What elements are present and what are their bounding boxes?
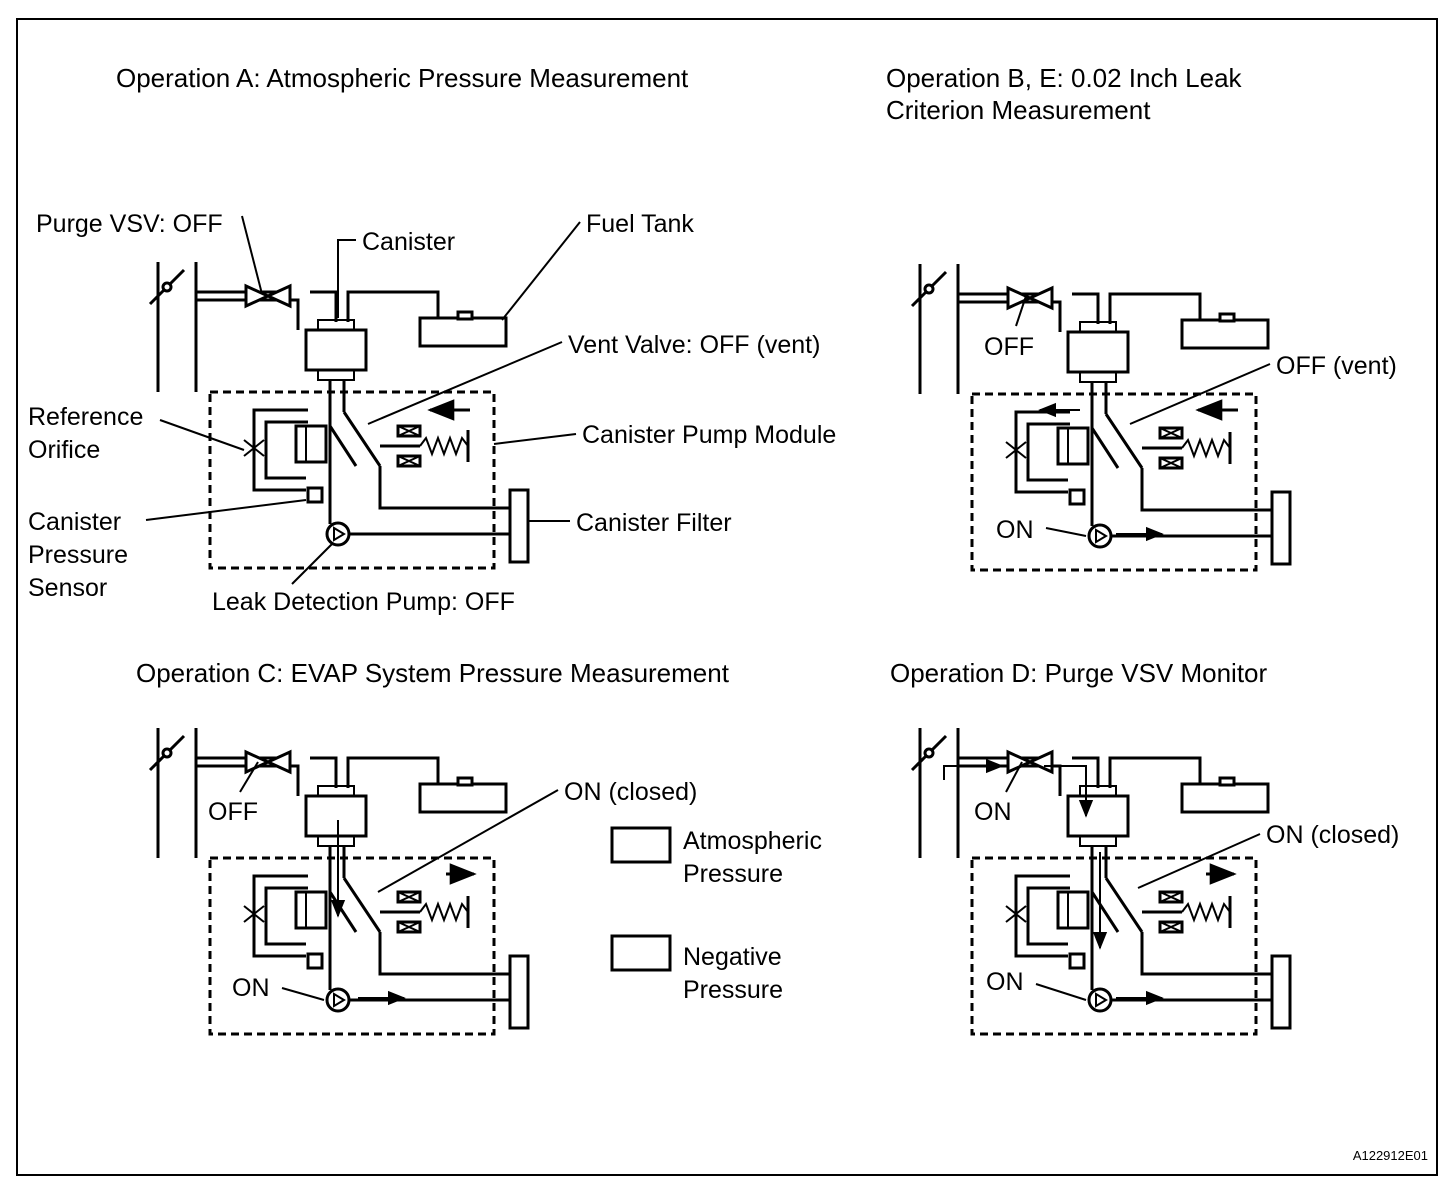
legend-atmospheric-1: Atmospheric <box>683 827 822 855</box>
panel-a-title: Operation A: Atmospheric Pressure Measur… <box>116 63 689 93</box>
reference-orifice-label-2: Orifice <box>28 436 100 464</box>
figure-id: A122912E01 <box>1353 1148 1428 1163</box>
figure-frame <box>16 18 1438 1176</box>
panel-d-pump-label: ON <box>986 968 1024 996</box>
panel-c: Operation C: EVAP System Pressure Measur… <box>136 658 730 1036</box>
panel-b-vent-valve-label: OFF (vent) <box>1276 352 1397 380</box>
canister-pressure-sensor-label-3: Sensor <box>28 574 107 602</box>
panel-d: Operation D: Purge VSV Monitor ON ON (cl… <box>890 658 1399 1036</box>
panel-b-title-1: Operation B, E: 0.02 Inch Leak <box>886 63 1243 93</box>
legend: Atmospheric Pressure Negative Pressure <box>610 826 822 1004</box>
panel-d-title: Operation D: Purge VSV Monitor <box>890 658 1268 688</box>
legend-atmospheric-2: Pressure <box>683 860 783 888</box>
reference-orifice-label-1: Reference <box>28 403 143 431</box>
panel-a: Operation A: Atmospheric Pressure Measur… <box>28 63 836 616</box>
legend-negative-swatch <box>610 934 672 972</box>
canister-pressure-sensor-label-1: Canister <box>28 508 121 536</box>
canister-pressure-sensor-label-2: Pressure <box>28 541 128 569</box>
panel-b-title-2: Criterion Measurement <box>886 95 1151 125</box>
panel-c-vent-valve-label: ON (closed) <box>564 778 697 806</box>
panel-c-title: Operation C: EVAP System Pressure Measur… <box>136 658 730 688</box>
legend-atmospheric-swatch <box>610 826 672 864</box>
vent-valve-label: Vent Valve: OFF (vent) <box>568 331 820 359</box>
panel-b-purge-vsv-label: OFF <box>984 333 1034 361</box>
legend-negative-1: Negative <box>683 943 782 971</box>
panel-b-pump-label: ON <box>996 516 1034 544</box>
panel-d-purge-vsv-label: ON <box>974 798 1012 826</box>
canister-pump-module-label: Canister Pump Module <box>582 421 836 449</box>
panel-b: Operation B, E: 0.02 Inch Leak Criterion… <box>886 63 1397 572</box>
fuel-tank-label: Fuel Tank <box>586 210 694 238</box>
leak-detection-pump-label: Leak Detection Pump: OFF <box>212 588 515 616</box>
purge-vsv-label: Purge VSV: OFF <box>36 210 223 238</box>
canister-filter-label: Canister Filter <box>576 509 732 537</box>
panel-c-pump-label: ON <box>232 974 270 1002</box>
canister-label: Canister <box>362 228 455 256</box>
legend-negative-2: Pressure <box>683 976 783 1004</box>
panel-d-vent-valve-label: ON (closed) <box>1266 821 1399 849</box>
panel-c-purge-vsv-label: OFF <box>208 798 258 826</box>
